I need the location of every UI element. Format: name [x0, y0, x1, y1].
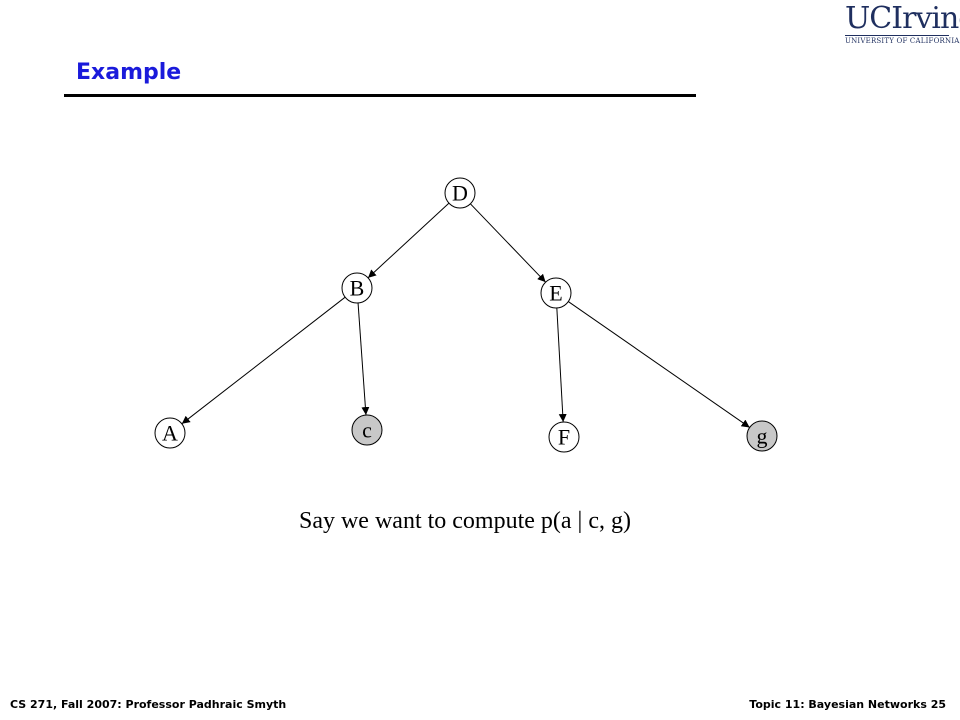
node-label-E: E — [549, 281, 562, 306]
node-circle-g — [746, 420, 778, 452]
logo-wordmark: UCIrvine — [845, 1, 960, 36]
node-circle-F — [548, 421, 580, 453]
node-label-F: F — [558, 425, 570, 450]
node-circle-c — [351, 414, 383, 446]
uci-logo: UCIrvine UNIVERSITY OF CALIFORNIA, IRVIN… — [845, 1, 960, 45]
slide-title: Example — [76, 60, 182, 85]
node-g: g — [746, 420, 778, 452]
node-circle-A — [154, 417, 186, 449]
caption-query: Say we want to compute p(a | c, g) — [298, 508, 632, 534]
node-label-B: B — [350, 276, 365, 301]
node-label-c: c — [362, 418, 372, 443]
edge-B-to-A — [181, 296, 346, 425]
node-A: A — [154, 417, 186, 449]
node-label-A: A — [162, 421, 178, 446]
edge-E-to-F — [556, 307, 567, 423]
node-circle-E — [540, 277, 572, 309]
edge-D-to-E — [470, 203, 546, 283]
node-F: F — [548, 421, 580, 453]
logo-subtitle: UNIVERSITY OF CALIFORNIA, IRVINE — [845, 35, 960, 45]
title-underline — [64, 94, 696, 97]
node-label-D: D — [452, 181, 468, 206]
edge-D-to-B — [367, 202, 450, 279]
node-B: B — [341, 272, 373, 304]
node-E: E — [540, 277, 572, 309]
edge-B-to-c — [357, 302, 370, 416]
node-circle-B — [341, 272, 373, 304]
edge-E-to-g — [568, 301, 750, 428]
node-D: D — [444, 177, 476, 209]
node-label-g: g — [757, 424, 768, 449]
footer-topic: Topic 11: Bayesian Networks 25 — [749, 698, 946, 711]
node-circle-D — [444, 177, 476, 209]
node-c: c — [351, 414, 383, 446]
footer-course: CS 271, Fall 2007: Professor Padhraic Sm… — [10, 698, 287, 711]
